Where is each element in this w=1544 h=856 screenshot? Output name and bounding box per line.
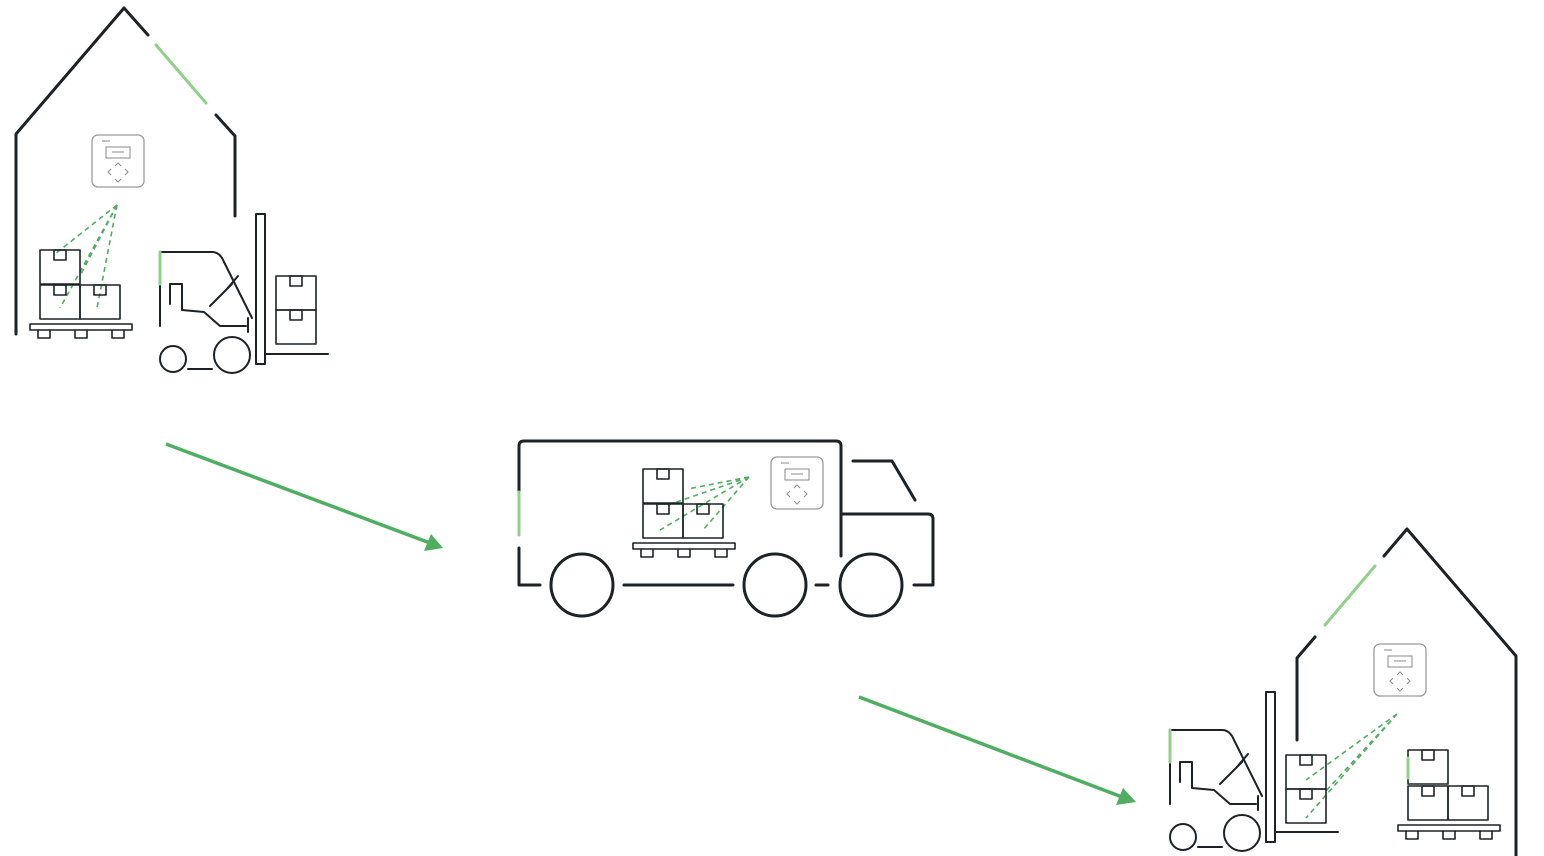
truck-icon bbox=[519, 441, 933, 616]
roof-accent bbox=[1325, 566, 1375, 625]
destination-warehouse bbox=[1170, 529, 1516, 856]
scanner-device-icon bbox=[1374, 644, 1426, 696]
box-icon bbox=[1448, 786, 1488, 820]
pallet-stack bbox=[30, 250, 132, 338]
box-icon bbox=[1408, 750, 1448, 784]
arrow-truck-to-warehouse bbox=[859, 697, 1136, 805]
box-icon bbox=[40, 285, 80, 319]
forklift-load bbox=[1286, 755, 1326, 823]
pallet-icon bbox=[1398, 825, 1500, 839]
arrow-warehouse-to-truck bbox=[166, 444, 443, 551]
box-icon bbox=[40, 250, 80, 284]
forklift-icon bbox=[1170, 692, 1338, 851]
scanner-device-icon bbox=[771, 457, 823, 509]
box-icon bbox=[683, 504, 723, 538]
scan-beams bbox=[1306, 714, 1397, 818]
origin-warehouse bbox=[16, 8, 328, 373]
box-icon bbox=[643, 504, 683, 538]
pallet-icon bbox=[30, 324, 132, 338]
box-icon bbox=[1408, 786, 1448, 820]
pallet-icon bbox=[633, 543, 735, 557]
scanner-device-icon bbox=[92, 135, 144, 187]
box-icon bbox=[643, 469, 683, 503]
truck-transport bbox=[519, 441, 933, 616]
pallet-stack bbox=[1398, 750, 1500, 839]
forklift-icon bbox=[160, 214, 328, 373]
scan-beams bbox=[55, 205, 117, 308]
box-icon bbox=[80, 285, 120, 319]
forklift-load bbox=[276, 276, 316, 344]
roof-accent bbox=[156, 45, 206, 103]
